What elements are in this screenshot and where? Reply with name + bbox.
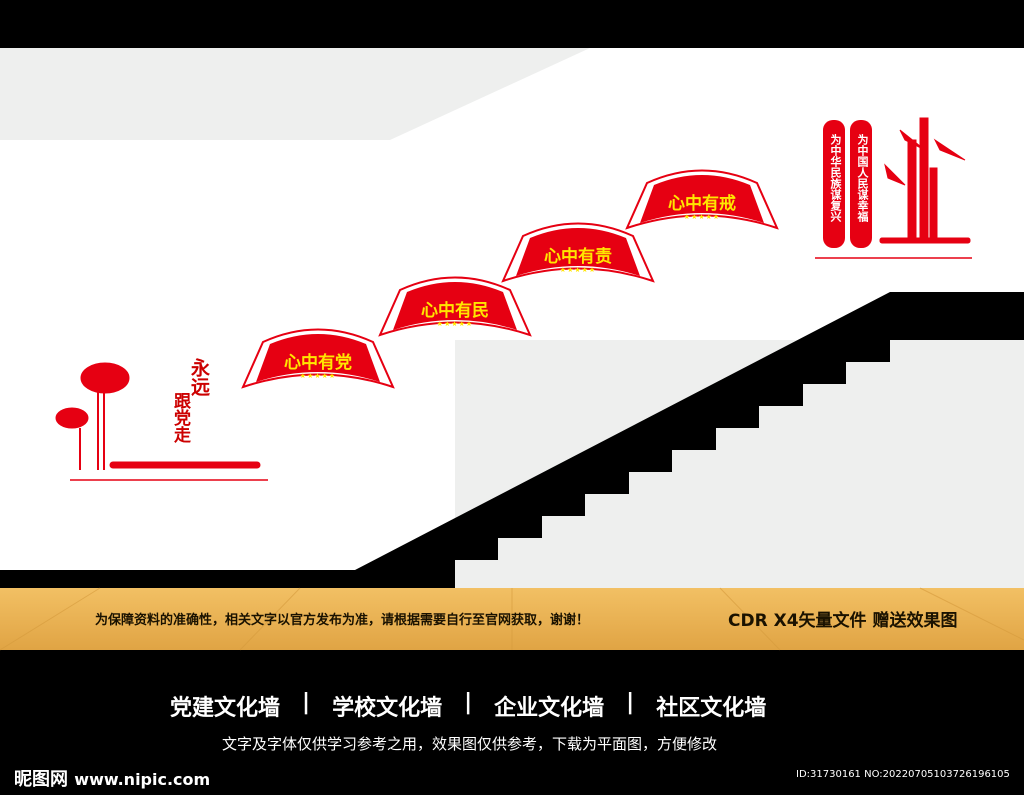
ceiling-shade [0, 48, 590, 140]
floor-notice: 为保障资料的准确性，相关文字以官方发布为准，请根据需要自行至官网获取，谢谢！ [95, 613, 590, 628]
fan-stars-2: ★★★★★ [436, 320, 474, 328]
category-1: 党建文化墙 [170, 696, 281, 721]
fan-title-3: 心中有责 [544, 247, 612, 267]
scroll-panel-2 [850, 120, 872, 248]
scroll-text-2: 为中国人民谋幸福 [856, 134, 869, 222]
top-bar [0, 0, 1024, 48]
fan-title-4: 心中有戒 [668, 194, 736, 214]
staircase [0, 292, 1024, 588]
disclaimer: 文字及字体仅供学习参考之用，效果图仅供参考，下载为平面图，方便修改 [222, 735, 718, 753]
separator: | [302, 690, 311, 715]
slogan-line1: 永远 [188, 358, 210, 396]
logo-text: 昵图网 [14, 769, 68, 790]
scroll-panel-1 [823, 120, 845, 248]
fan-panel-3 [501, 222, 655, 283]
site-logo[interactable]: 昵图网 www.nipic.com [14, 765, 210, 791]
image-id: ID:31730161 NO:20220705103726196105 [796, 769, 1010, 780]
fan-stars-3: ★★★★★ [559, 266, 597, 274]
site-url[interactable]: www.nipic.com [74, 770, 211, 789]
file-info: CDR X4矢量文件 赠送效果图 [728, 611, 958, 631]
fan-title-2: 心中有民 [421, 301, 489, 321]
category-4: 社区文化墙 [656, 696, 767, 721]
fan-stars-4: ★★★★★ [683, 213, 721, 221]
fan-stars-1: ★★★★★ [299, 372, 337, 380]
separator: | [464, 690, 473, 715]
fan-title-1: 心中有党 [284, 353, 352, 373]
bamboo-decoration [815, 117, 972, 259]
category-list: 党建文化墙 | 学校文化墙 | 企业文化墙 | 社区文化墙 [170, 690, 766, 722]
category-2: 学校文化墙 [332, 696, 443, 721]
fan-panel-2 [378, 276, 532, 337]
fan-panel-1 [241, 328, 395, 389]
slogan-line2: 跟党走 [170, 392, 190, 443]
category-3: 企业文化墙 [494, 696, 605, 721]
separator: | [626, 690, 635, 715]
fan-panel-4 [625, 169, 779, 230]
lotus-decoration [55, 362, 268, 481]
scroll-text-1: 为中华民族谋复兴 [829, 134, 842, 222]
